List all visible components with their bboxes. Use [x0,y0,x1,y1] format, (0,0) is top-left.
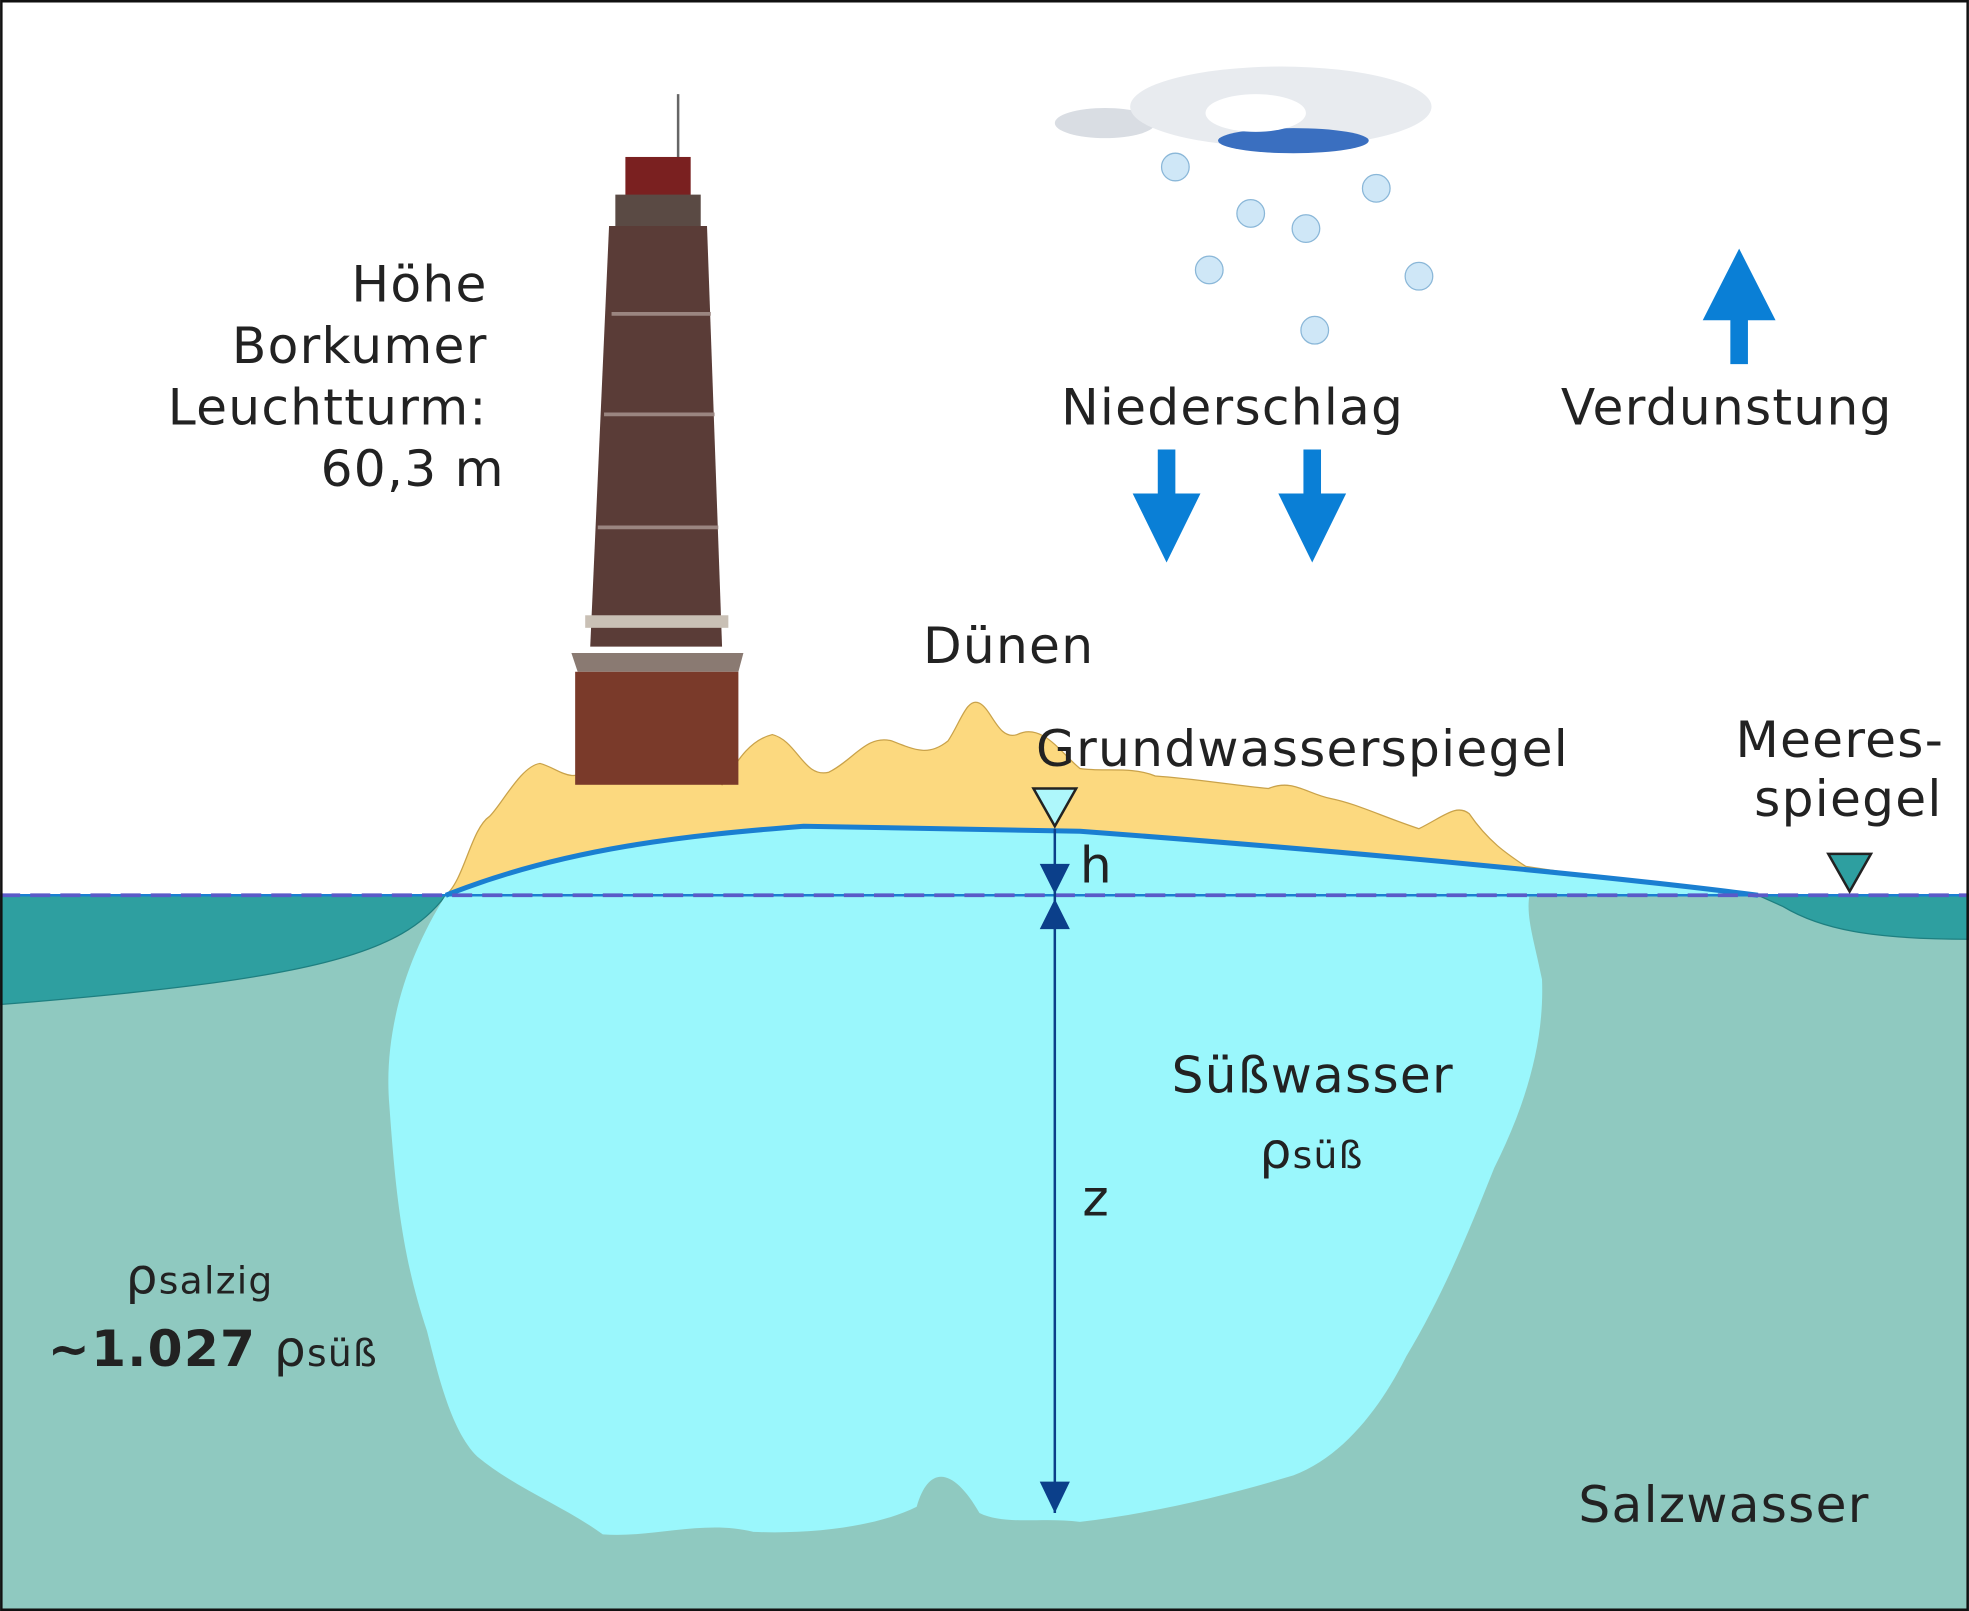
freshwater-lens [388,826,1758,1535]
arrow-down-icon [1278,449,1347,563]
freshwater-label: Süßwasser [1172,1045,1454,1104]
water-table-marker-icon [1031,787,1079,829]
h-z-measurement [1039,828,1070,1514]
precipitation-arrows [1132,449,1347,563]
lighthouse-height-label: Höhe Borkumer Leuchtturm: 60,3 m [168,254,505,498]
sea-left [0,894,448,1006]
water-table-line [444,823,1759,898]
evaporation-arrow-up-icon [1702,248,1776,365]
saltwater-density-label: ρsalzig [126,1246,274,1305]
sea-right [1757,894,1969,940]
lighthouse [571,94,744,785]
saltwater-label: Salzwasser [1578,1475,1869,1534]
dunes-label: Dünen [923,616,1094,675]
freshwater-density-label: ρsüß [1259,1121,1363,1180]
arrow-down-icon [1132,449,1201,563]
cloud-icon [1054,66,1432,154]
water-table-label: Grundwasserspiegel [1036,719,1569,778]
precipitation-label: Niederschlag [1061,377,1404,436]
z-label: z [1082,1168,1110,1227]
sea-level-label: Meeres- spiegel [1735,710,1961,828]
evaporation-label: Verdunstung [1561,377,1893,436]
sea-level-marker-icon [1826,852,1874,895]
h-label: h [1080,836,1113,895]
raindrops-icon [1160,152,1434,345]
